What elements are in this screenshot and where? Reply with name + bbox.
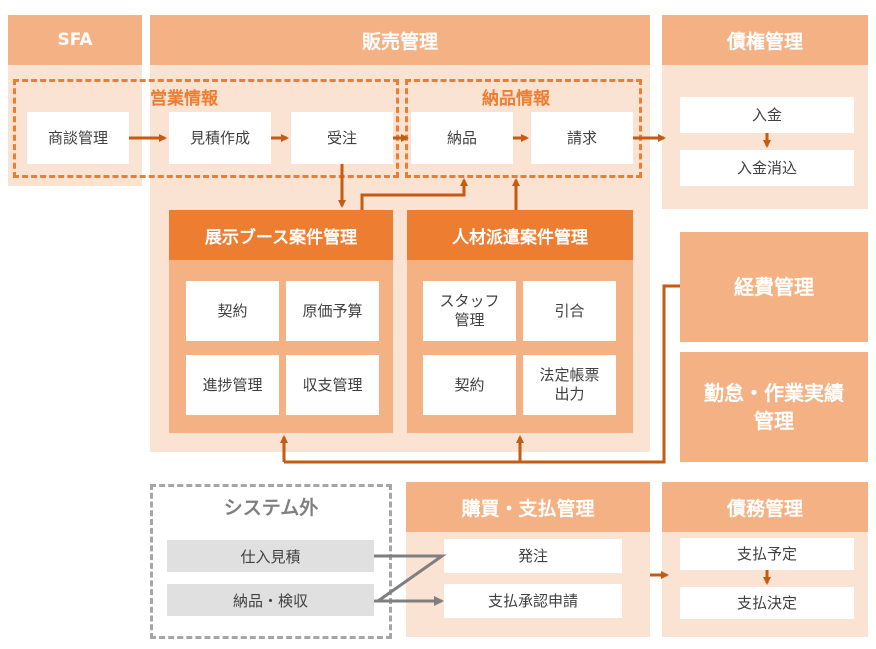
tenji-item: 原価予算 xyxy=(286,281,379,341)
nohin-node: 納品 xyxy=(411,112,513,164)
tenji-item: 収支管理 xyxy=(286,355,379,415)
saiken-header: 債権管理 xyxy=(662,15,868,65)
juchu-node: 受注 xyxy=(291,112,393,164)
sfa-header: SFA xyxy=(8,15,142,65)
yotei-node: 支払予定 xyxy=(680,538,854,570)
shodan-node: 商談管理 xyxy=(27,112,129,164)
tenji-item: 契約 xyxy=(186,281,279,341)
seikyu-node: 請求 xyxy=(531,112,633,164)
nohin-group-outline xyxy=(405,79,642,178)
jinzai-item: スタッフ 管理 xyxy=(423,281,516,341)
arrow-tenji-nohin xyxy=(360,178,468,210)
nyukin-shokomi-node: 入金消込 xyxy=(680,150,854,186)
shiire-mitsumori-node: 仕入見積 xyxy=(167,540,374,572)
shonin-node: 支払承認申請 xyxy=(444,584,622,618)
jinzai-item: 契約 xyxy=(423,355,516,415)
jinzai-header: 人材派遣案件管理 xyxy=(407,210,633,260)
jinzai-item: 法定帳票 出力 xyxy=(523,355,616,415)
nyukin-node: 入金 xyxy=(680,97,854,133)
line-keihi-kintai xyxy=(284,284,680,464)
eigyo-group-label: 営業情報 xyxy=(150,89,218,109)
nohin-group-label: 納品情報 xyxy=(482,89,550,109)
jinzai-item: 引合 xyxy=(523,281,616,341)
sales-header: 販売管理 xyxy=(150,15,650,65)
arrow-shiire-shonin xyxy=(374,554,447,603)
kobai-header: 購買・支払管理 xyxy=(406,482,650,532)
kintai-box: 勤怠・作業実績 管理 xyxy=(680,352,868,462)
keihi-box: 経費管理 xyxy=(680,232,868,342)
external-title: システム外 xyxy=(223,497,319,519)
external-outline xyxy=(150,484,392,639)
saimu-header: 債務管理 xyxy=(662,482,868,532)
mitsumori-node: 見積作成 xyxy=(169,112,271,164)
nohin-kenshu-node: 納品・検収 xyxy=(167,584,374,616)
eigyo-group-outline xyxy=(13,79,399,178)
tenji-header: 展示ブース案件管理 xyxy=(169,210,393,260)
tenji-item: 進捗管理 xyxy=(186,355,279,415)
hacchu-node: 発注 xyxy=(444,539,622,573)
kettei-node: 支払決定 xyxy=(680,587,854,619)
